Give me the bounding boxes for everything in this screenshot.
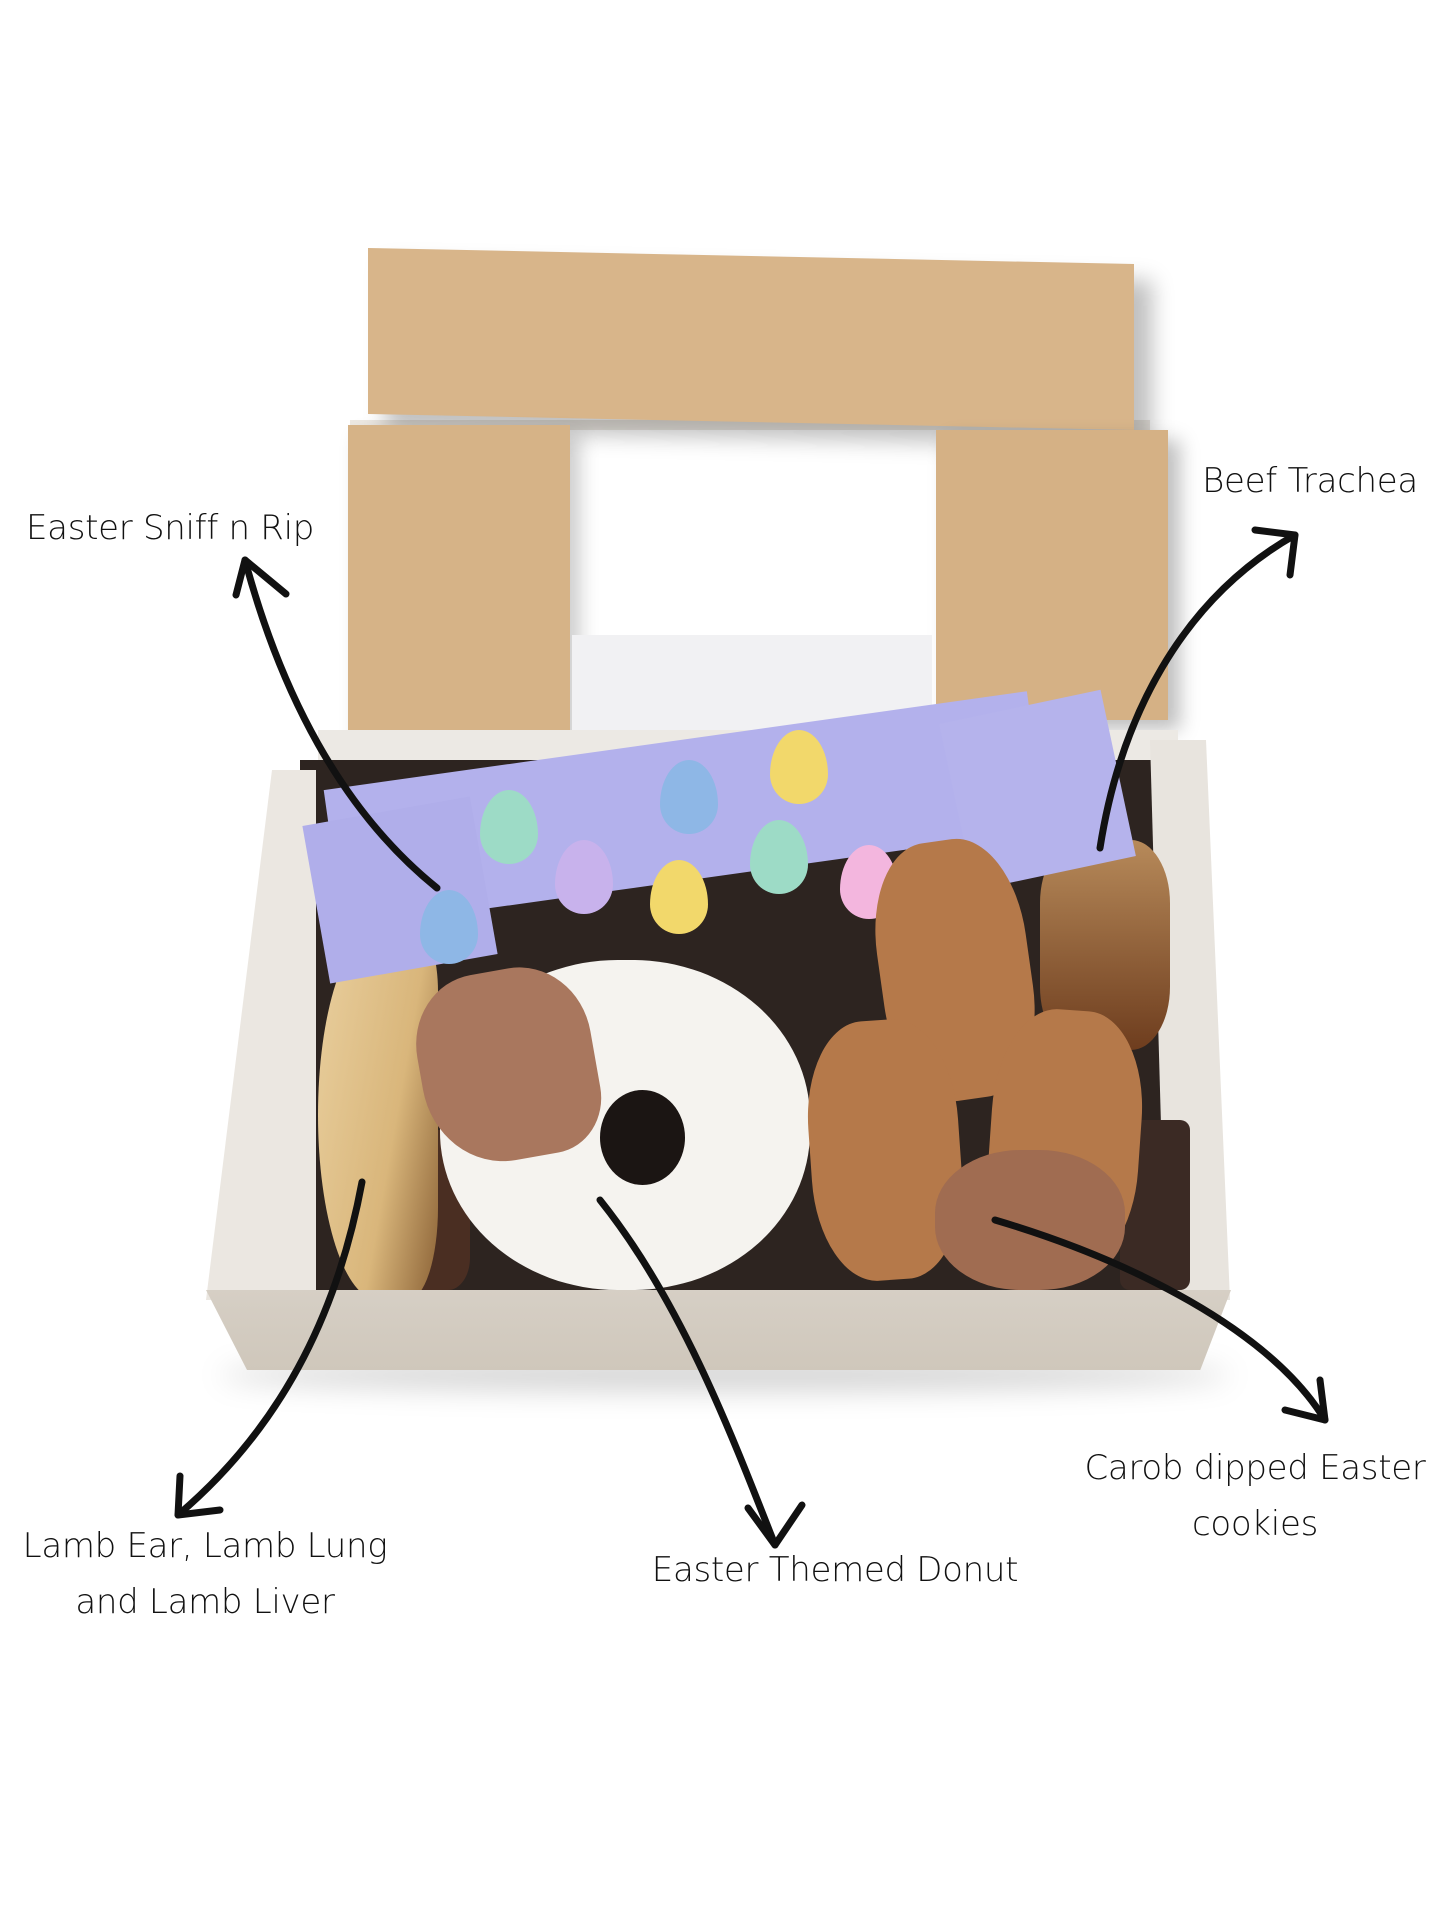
egg-print xyxy=(770,730,828,804)
box-front-wall xyxy=(206,1290,1231,1370)
egg-print xyxy=(555,840,613,914)
box-lid-right-panel xyxy=(936,430,1168,720)
egg-print xyxy=(650,860,708,934)
label-lamb-line-1: Lamb Ear, Lamb Lung xyxy=(22,1526,388,1566)
label-beef-trachea: Beef Trachea xyxy=(1202,461,1418,501)
arrow-carob xyxy=(991,1216,1329,1424)
label-carob-line-2: cookies xyxy=(1192,1504,1318,1544)
label-carob-cookies: Carob dipped Easter cookies xyxy=(1070,1440,1440,1552)
label-carob-line-1: Carob dipped Easter xyxy=(1084,1448,1426,1488)
label-easter-sniff-n-rip: Easter Sniff n Rip xyxy=(26,508,314,548)
label-easter-donut: Easter Themed Donut xyxy=(651,1550,1019,1590)
arrow-lamb xyxy=(174,1178,366,1519)
egg-print xyxy=(420,890,478,964)
arrow-beef-trachea xyxy=(1096,531,1299,852)
arrow-donut xyxy=(596,1196,779,1549)
egg-print xyxy=(480,790,538,864)
label-lamb: Lamb Ear, Lamb Lung and Lamb Liver xyxy=(10,1518,400,1630)
donut-hole xyxy=(600,1090,685,1185)
box-lid-left-panel xyxy=(348,425,570,750)
lamb-ear-treat xyxy=(318,930,438,1300)
carob-dipped-cookie xyxy=(935,1150,1125,1290)
egg-print xyxy=(660,760,718,834)
lid-fold xyxy=(350,420,1150,430)
arrow-sniff-n-rip xyxy=(241,556,441,892)
egg-print xyxy=(750,820,808,894)
label-lamb-line-2: and Lamb Liver xyxy=(75,1582,335,1622)
